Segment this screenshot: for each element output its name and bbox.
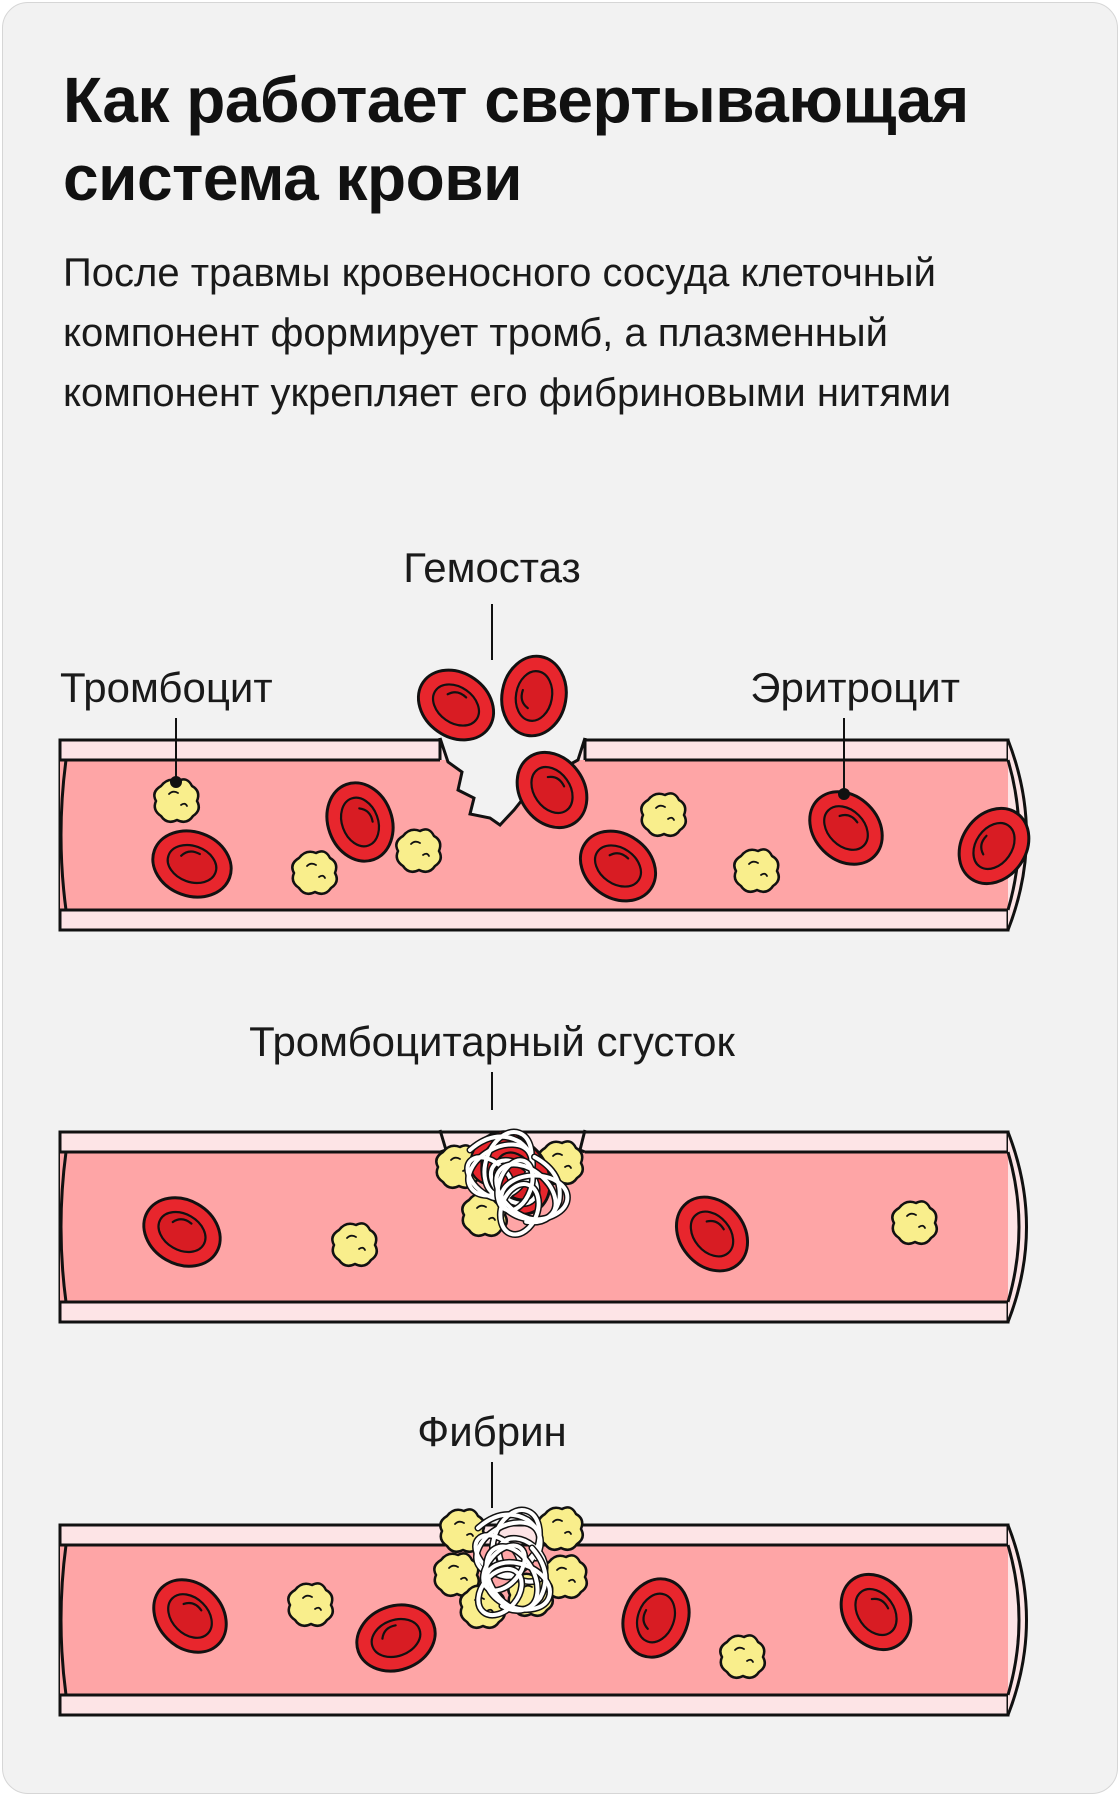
label-erythrocyte: Эритроцит [750, 664, 960, 711]
vessel-hemostasis [58, 649, 1045, 932]
label-fibrin: Фибрин [417, 1408, 566, 1455]
vessel-fibrin [58, 1503, 1028, 1717]
label-hemostasis: Гемостаз [403, 544, 580, 591]
page-title: Как работает свертывающая система крови [63, 64, 969, 214]
vessel-platelet-clot [58, 1119, 1028, 1324]
pointer-dot-platelet [170, 776, 182, 788]
page-subtitle: После травмы кровеносного сосуда клеточн… [63, 251, 952, 415]
label-platelet-clot: Тромбоцитарный сгусток [249, 1018, 735, 1065]
label-platelet: Тромбоцит [60, 664, 273, 711]
pointer-dot-erythrocyte [838, 788, 850, 800]
